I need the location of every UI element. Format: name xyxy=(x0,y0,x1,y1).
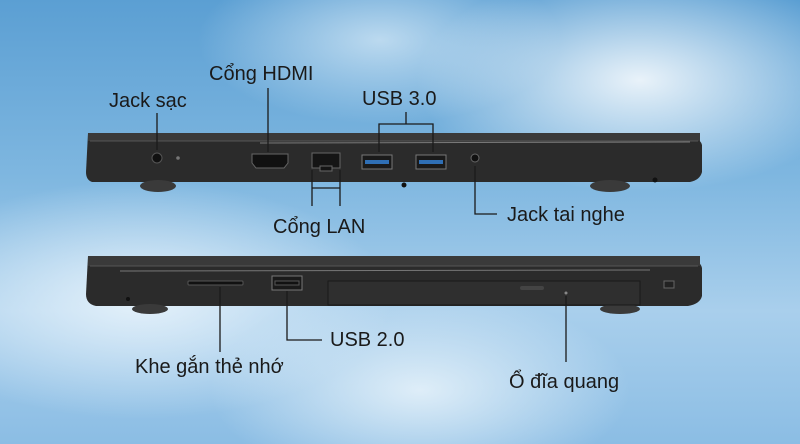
charge-jack-port xyxy=(151,152,163,164)
leader-lines xyxy=(156,88,567,362)
label-jack-sac: Jack sạc xyxy=(109,90,187,112)
laptop-left-side xyxy=(86,256,702,314)
headphone-jack-port xyxy=(470,153,480,163)
card-reader-slot xyxy=(187,280,244,286)
laptop-right-side xyxy=(86,133,702,192)
label-jack-tai-nghe: Jack tai nghe xyxy=(507,204,625,226)
hdmi-port xyxy=(251,153,289,169)
label-cong-lan: Cổng LAN xyxy=(273,216,366,238)
optical-drive xyxy=(327,280,641,306)
label-usb20: USB 2.0 xyxy=(330,329,405,351)
label-cong-hdmi: Cổng HDMI xyxy=(209,63,314,85)
label-khe-the-nho: Khe gắn thẻ nhớ xyxy=(135,356,284,378)
label-o-dia-quang: Ổ đĩa quang xyxy=(509,371,620,393)
label-usb30: USB 3.0 xyxy=(362,88,437,110)
